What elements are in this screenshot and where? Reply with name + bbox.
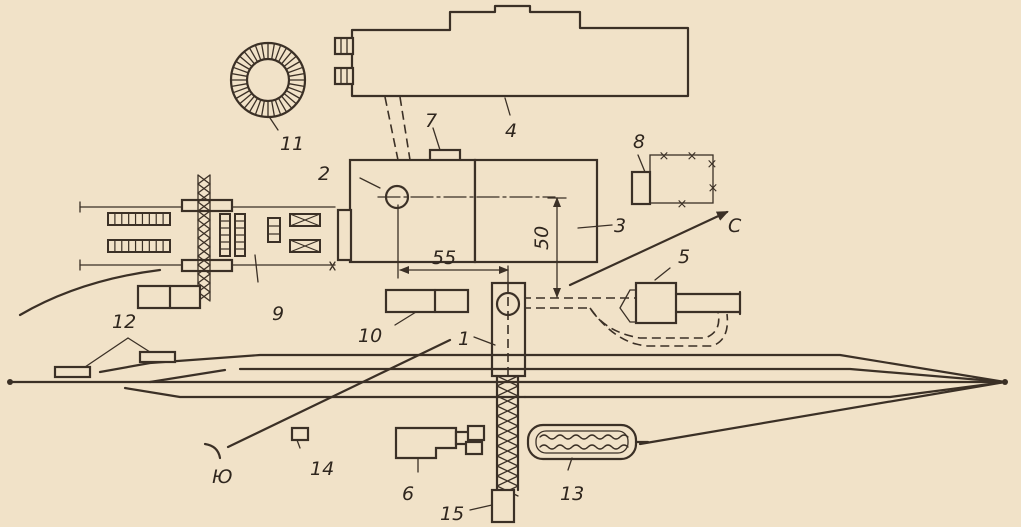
storage-yard bbox=[18, 174, 336, 317]
dimension-vertical bbox=[547, 197, 567, 298]
round-tank bbox=[229, 41, 307, 119]
label-6: 6 bbox=[402, 483, 414, 505]
north-arrow bbox=[568, 210, 729, 287]
label-9: 9 bbox=[272, 303, 284, 325]
svg-text:×: × bbox=[687, 149, 698, 164]
label-14: 14 bbox=[310, 458, 334, 480]
south-pointer bbox=[203, 338, 452, 460]
block-10 bbox=[384, 288, 470, 314]
label-13: 13 bbox=[560, 483, 584, 505]
svg-text:×: × bbox=[659, 149, 670, 164]
unit-14 bbox=[290, 426, 310, 442]
dimension-label-horizontal: 55 bbox=[432, 247, 456, 269]
svg-text:×: × bbox=[708, 181, 719, 196]
gallery-4-2 bbox=[384, 96, 411, 161]
tank-13 bbox=[526, 423, 650, 461]
workshop-blocks bbox=[336, 158, 599, 264]
label-3: 3 bbox=[614, 215, 626, 237]
fenced-transformer: × × × × × bbox=[630, 149, 719, 212]
label-2: 2 bbox=[318, 163, 330, 185]
label-south: Ю bbox=[212, 466, 233, 488]
label-15: 15 bbox=[440, 503, 464, 525]
label-5: 5 bbox=[678, 246, 690, 268]
label-7: 7 bbox=[425, 110, 437, 132]
svg-text:×: × bbox=[707, 157, 718, 172]
label-10: 10 bbox=[358, 325, 382, 347]
label-1: 1 bbox=[458, 328, 470, 350]
crane-column bbox=[490, 281, 527, 497]
railway-tracks bbox=[7, 353, 1008, 446]
label-4: 4 bbox=[505, 120, 517, 142]
svg-text:×: × bbox=[677, 197, 688, 212]
leader-lines bbox=[254, 97, 671, 511]
unit-15 bbox=[490, 488, 516, 524]
unit-6 bbox=[394, 424, 486, 460]
dimension-label-vertical: 50 bbox=[531, 226, 553, 250]
label-12: 12 bbox=[112, 311, 136, 333]
label-11: 11 bbox=[280, 133, 304, 155]
unit-12 bbox=[53, 337, 177, 379]
unit-5 bbox=[522, 281, 742, 347]
main-building bbox=[333, 4, 690, 98]
label-north: С bbox=[728, 215, 742, 237]
label-8: 8 bbox=[633, 131, 645, 153]
